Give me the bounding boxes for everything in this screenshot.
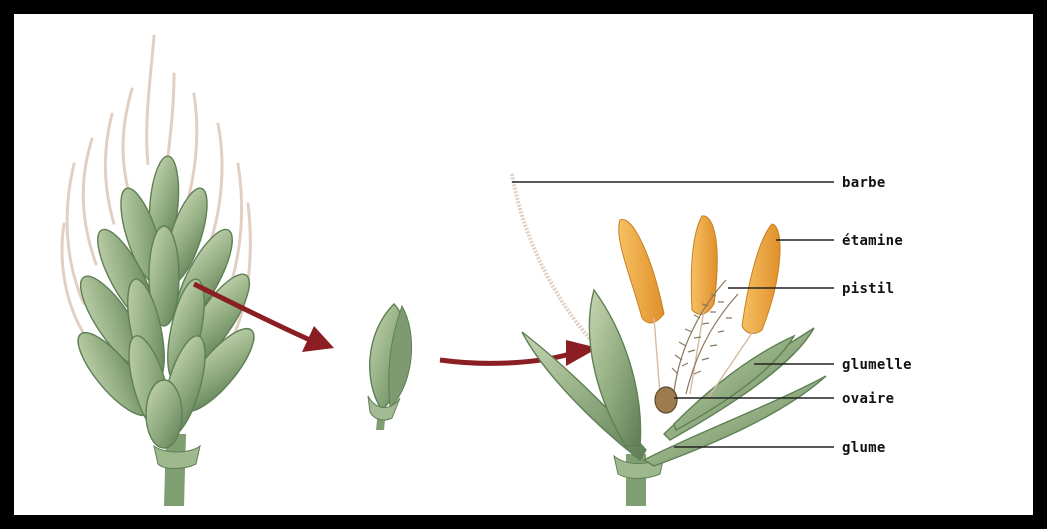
label-pistil: pistil bbox=[842, 281, 894, 297]
label-etamine: étamine bbox=[842, 233, 903, 249]
label-ovaire: ovaire bbox=[842, 391, 894, 407]
wheat-ear bbox=[62, 36, 264, 506]
label-barbe: barbe bbox=[842, 175, 886, 191]
label-glumelle: glumelle bbox=[842, 357, 912, 373]
single-spikelet bbox=[368, 304, 412, 430]
label-glume: glume bbox=[842, 440, 886, 456]
wheat-ear-spikelets bbox=[68, 155, 265, 448]
dissected-flower bbox=[512, 174, 826, 506]
diagram-canvas: barbe étamine pistil glumelle ovaire glu… bbox=[14, 14, 1033, 515]
ovary bbox=[655, 387, 677, 413]
arrow-spikelet-to-flower bbox=[440, 340, 598, 366]
